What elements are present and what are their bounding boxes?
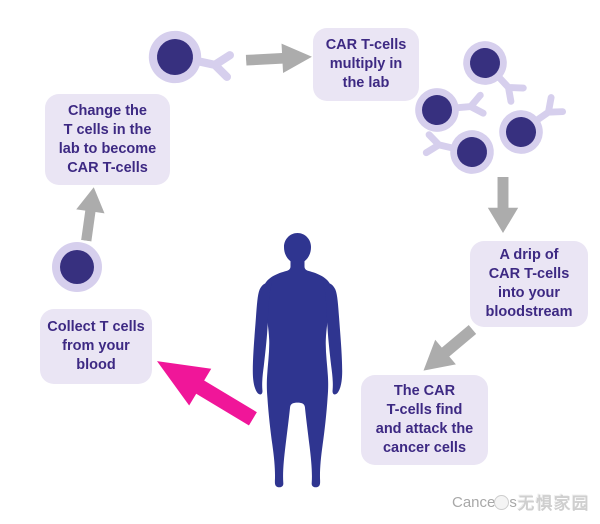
- step-label-drip: A drip of CAR T-cells into your bloodstr…: [485, 247, 573, 320]
- watermark-logo-icon: [494, 494, 510, 510]
- arrow-down-icon: [487, 177, 519, 233]
- step-label-multiply: CAR T-cells multiply in the lab: [325, 37, 407, 91]
- step-label-attack: The CAR T-cells find and attack the canc…: [375, 383, 474, 456]
- step-box-change: Change the T cells in the lab to become …: [45, 94, 170, 185]
- watermark: Cance s 无惧家园: [452, 490, 590, 514]
- watermark-chinese: 无惧家园: [517, 495, 590, 513]
- arrow-right-icon: [245, 42, 313, 75]
- step-label-collect: Collect T cells from your blood: [47, 319, 145, 373]
- step-box-multiply: CAR T-cells multiply in the lab: [313, 28, 419, 101]
- t-cell-icon: [60, 250, 94, 284]
- human-body-icon: [252, 233, 343, 488]
- step-box-collect: Collect T cells from your blood: [40, 309, 152, 384]
- pink-arrow-icon: [145, 342, 265, 438]
- step-label-change: Change the T cells in the lab to become …: [58, 102, 157, 176]
- step-box-drip: A drip of CAR T-cells into your bloodstr…: [470, 241, 588, 327]
- arrow-up-icon: [72, 185, 108, 243]
- step-box-attack: The CAR T-cells find and attack the canc…: [361, 375, 488, 465]
- watermark-latin: Cance: [452, 493, 496, 511]
- watermark-suffix: s: [509, 493, 517, 511]
